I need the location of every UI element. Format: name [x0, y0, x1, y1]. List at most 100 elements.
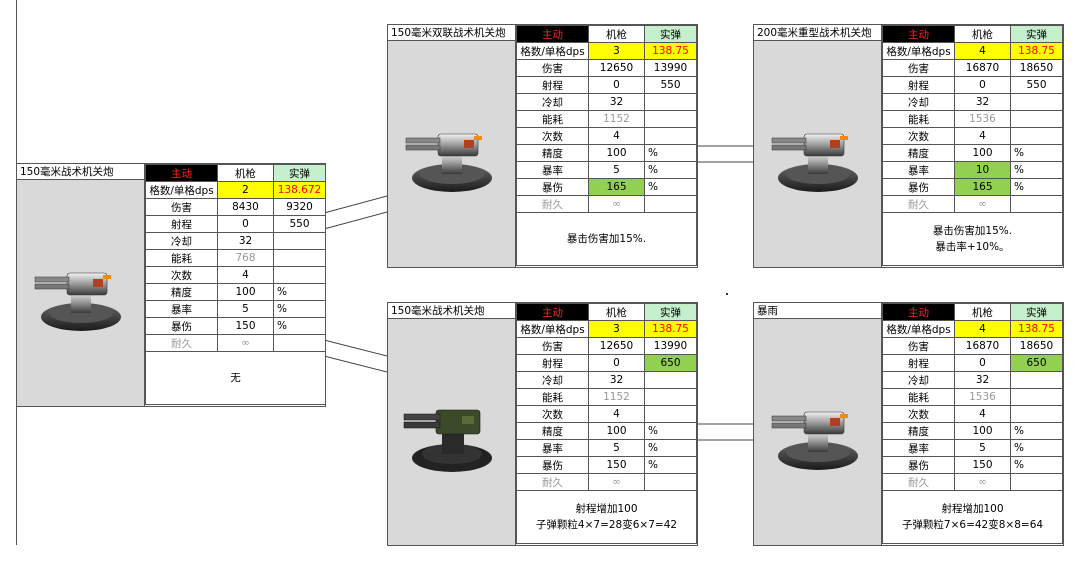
header-bullet: 实弹: [644, 303, 697, 321]
stat-cell: 100: [954, 422, 1011, 440]
card-title: 150毫米战术机关炮: [388, 303, 516, 319]
stat-cell: 1536: [954, 388, 1011, 406]
stat-cell: %: [1010, 178, 1063, 196]
stat-cell: 冷却: [882, 93, 955, 111]
stat-cell: [1010, 195, 1063, 213]
stat-cell: %: [1010, 456, 1063, 474]
note-line: 射程增加100: [941, 503, 1004, 515]
header-row: 主动机枪实弹: [516, 25, 697, 43]
stat-cell: 能耗: [882, 388, 955, 406]
connector-line: [323, 355, 388, 373]
stat-cell: %: [1010, 439, 1063, 457]
stat-cell: [1010, 127, 1063, 145]
turret-icon: [34, 272, 121, 332]
stat-cell: 射程: [516, 76, 589, 94]
header-row: 主动机枪实弹: [882, 303, 1063, 321]
note-line: 射程增加100: [575, 503, 638, 515]
header-bullet: 实弹: [1010, 25, 1063, 43]
stat-cell: [644, 195, 697, 213]
stat-cell: 次数: [145, 266, 218, 284]
stat-cell: [273, 334, 326, 352]
stat-cell: [1010, 473, 1063, 491]
stat-cell: %: [644, 178, 697, 196]
stat-cell: 暴伤: [882, 456, 955, 474]
dps-cell: 格数/单格dps: [516, 320, 589, 338]
dps-cell: 格数/单格dps: [516, 42, 589, 60]
turret-image: [388, 319, 516, 545]
card-title: 暴雨: [754, 303, 882, 319]
header-active: 主动: [145, 164, 218, 182]
stat-cell: 伤害: [882, 59, 955, 77]
header-gun: 机枪: [954, 25, 1011, 43]
stat-cell: ∞: [588, 195, 645, 213]
stat-cell: [1010, 371, 1063, 389]
stat-cell: 12650: [588, 337, 645, 355]
stat-cell: 伤害: [882, 337, 955, 355]
stat-cell: 暴率: [516, 439, 589, 457]
stat-row: 耐久∞: [516, 473, 697, 491]
header-active: 主动: [882, 25, 955, 43]
note-line: 暴击伤害加15%.: [566, 233, 647, 245]
dps-cell: 138.75: [644, 320, 697, 338]
stat-cell: 32: [588, 371, 645, 389]
stat-cell: 13990: [644, 59, 697, 77]
stat-cell: 13990: [644, 337, 697, 355]
stat-cell: 10: [954, 161, 1011, 179]
stat-cell: 4: [954, 405, 1011, 423]
stat-cell: %: [1010, 144, 1063, 162]
stray-dot: [726, 293, 728, 295]
stat-cell: [273, 266, 326, 284]
header-active: 主动: [516, 303, 589, 321]
stat-cell: 5: [588, 161, 645, 179]
header-gun: 机枪: [217, 164, 274, 182]
stat-cell: 165: [588, 178, 645, 196]
note-cell: 暴击伤害加15%.: [516, 212, 697, 266]
stat-cell: 1152: [588, 388, 645, 406]
stat-cell: 5: [588, 439, 645, 457]
stat-cell: 精度: [145, 283, 218, 301]
stat-cell: 32: [954, 371, 1011, 389]
stat-cell: 1152: [588, 110, 645, 128]
stat-cell: [1010, 388, 1063, 406]
stat-cell: 32: [217, 232, 274, 250]
header-active: 主动: [516, 25, 589, 43]
stat-cell: %: [644, 439, 697, 457]
dps-cell: 138.672: [273, 181, 326, 199]
stat-cell: 550: [644, 76, 697, 94]
stat-cell: 0: [954, 76, 1011, 94]
stat-cell: 100: [588, 422, 645, 440]
note-line: 子弹颗粒4×7=28变6×7=42: [535, 519, 678, 531]
stat-cell: [644, 127, 697, 145]
stat-cell: [644, 388, 697, 406]
stat-cell: 5: [954, 439, 1011, 457]
stat-cell: %: [1010, 161, 1063, 179]
stat-cell: 650: [644, 354, 697, 372]
dps-cell: 格数/单格dps: [882, 42, 955, 60]
stat-cell: [1010, 405, 1063, 423]
stat-cell: 能耗: [516, 110, 589, 128]
dps-cell: 4: [954, 320, 1011, 338]
